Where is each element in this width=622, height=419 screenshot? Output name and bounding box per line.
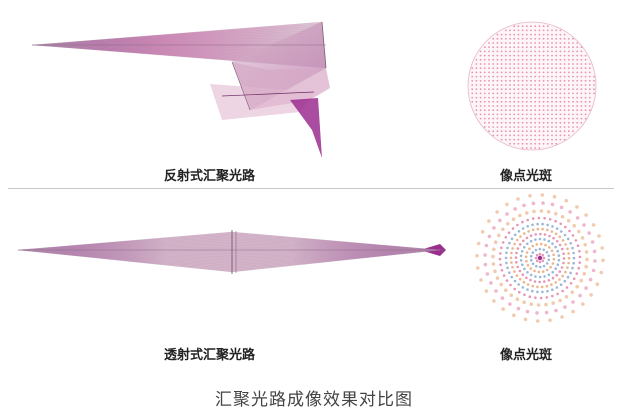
section-divider bbox=[8, 188, 614, 189]
spot-diagram-transmissive bbox=[475, 193, 605, 323]
label-spot-transmissive: 像点光斑 bbox=[500, 348, 553, 363]
label-spot-reflective: 像点光斑 bbox=[500, 169, 553, 184]
transmissive-ray-diagram bbox=[17, 230, 446, 274]
figure-caption: 汇聚光路成像效果对比图 bbox=[215, 390, 413, 410]
mirror-edge-line bbox=[321, 21, 327, 69]
ray-fan-converging bbox=[290, 98, 322, 158]
label-reflective-path: 反射式汇聚光路 bbox=[164, 169, 256, 184]
reflective-ray-diagram bbox=[31, 21, 330, 158]
spot-diagram-reflective bbox=[467, 21, 597, 151]
label-transmissive-path: 透射式汇聚光路 bbox=[164, 348, 256, 363]
